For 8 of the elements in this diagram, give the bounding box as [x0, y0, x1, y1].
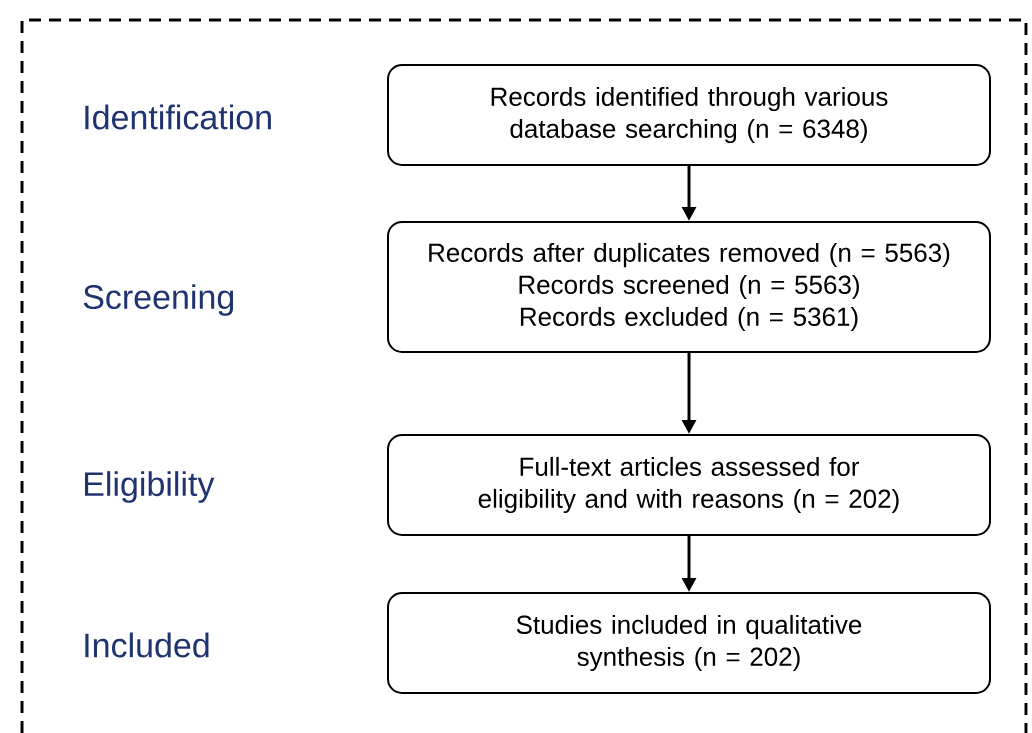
process-box: Records identified through various database searching (n = 6348) [387, 64, 991, 166]
stage-label: Screening [83, 284, 234, 316]
process-box: Records after duplicates removed (n = 5563) Records screened (n = 5563) Records excluded (n = 5361) [387, 221, 991, 353]
stage-label: Included [85, 632, 209, 658]
process-box: Full-text articles assessed for eligibility and with reasons (n = 202) [387, 434, 991, 536]
process-box: Studies included in qualitative synthesis (n = 202) [387, 592, 991, 694]
stage-label: Identification [85, 104, 271, 130]
stage-label: Eligibility [85, 471, 215, 503]
